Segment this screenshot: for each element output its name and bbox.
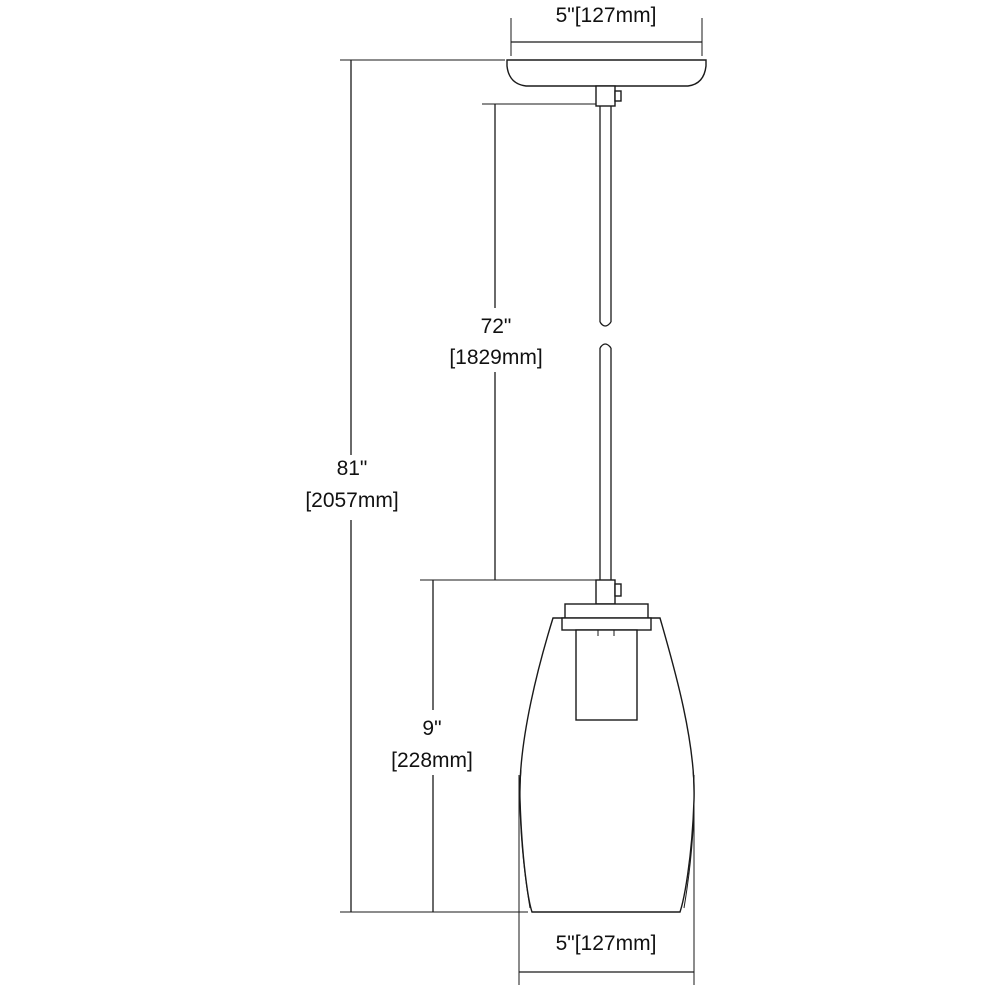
shade-width-label: 5"[127mm] [556, 932, 657, 955]
cord-length-label: 72" [481, 315, 512, 338]
bottom-cord-grip [595, 579, 622, 605]
canopy [506, 59, 707, 87]
overall-height-label: 81" [337, 457, 368, 480]
overall-height-dimension: 81" [2057mm] [305, 59, 528, 913]
shade-height-mm-label: [228mm] [391, 749, 473, 772]
shade-height-label: 9" [422, 717, 441, 740]
top-cord-grip [595, 85, 622, 107]
canopy-width-dimension: 5"[127mm] [510, 4, 703, 56]
suspension-cord [599, 106, 612, 580]
cord-length-mm-label: [1829mm] [449, 346, 542, 369]
shade-height-dimension: 9" [228mm] [391, 579, 482, 912]
socket-cup [561, 603, 652, 721]
shade-width-dimension: 5"[127mm] [518, 775, 695, 985]
overall-height-mm-label: [2057mm] [305, 489, 398, 512]
canopy-width-label: 5"[127mm] [556, 4, 657, 27]
glass-shade [519, 617, 695, 913]
cord-length-dimension: 72" [1829mm] [449, 103, 596, 581]
